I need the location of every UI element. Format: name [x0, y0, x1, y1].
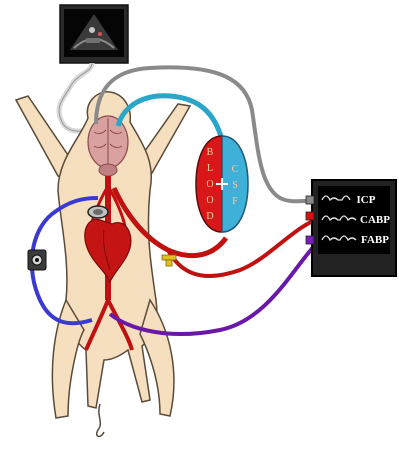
cabp-label: CABP [360, 214, 390, 226]
csf-label-letter: C [232, 164, 239, 175]
fabp-label: FABP [361, 234, 389, 246]
blood-label-letter: D [206, 211, 213, 222]
blood-label-letter: L [207, 163, 213, 174]
icp-label: ICP [357, 194, 376, 206]
blood-csf-compartment: B L O O D C S F [196, 136, 248, 232]
csf-label-letter: F [232, 196, 238, 207]
blood-label-letter: B [207, 147, 214, 158]
catheter-connector [88, 206, 108, 218]
blood-label-letter: O [206, 195, 213, 206]
csf-label-letter: S [232, 180, 238, 191]
roller-pump-icon [28, 250, 46, 270]
blood-label-letter: O [206, 179, 213, 190]
pressure-monitor: ICP CABP FABP [306, 180, 396, 276]
ultrasound-monitor-icon [60, 5, 128, 63]
